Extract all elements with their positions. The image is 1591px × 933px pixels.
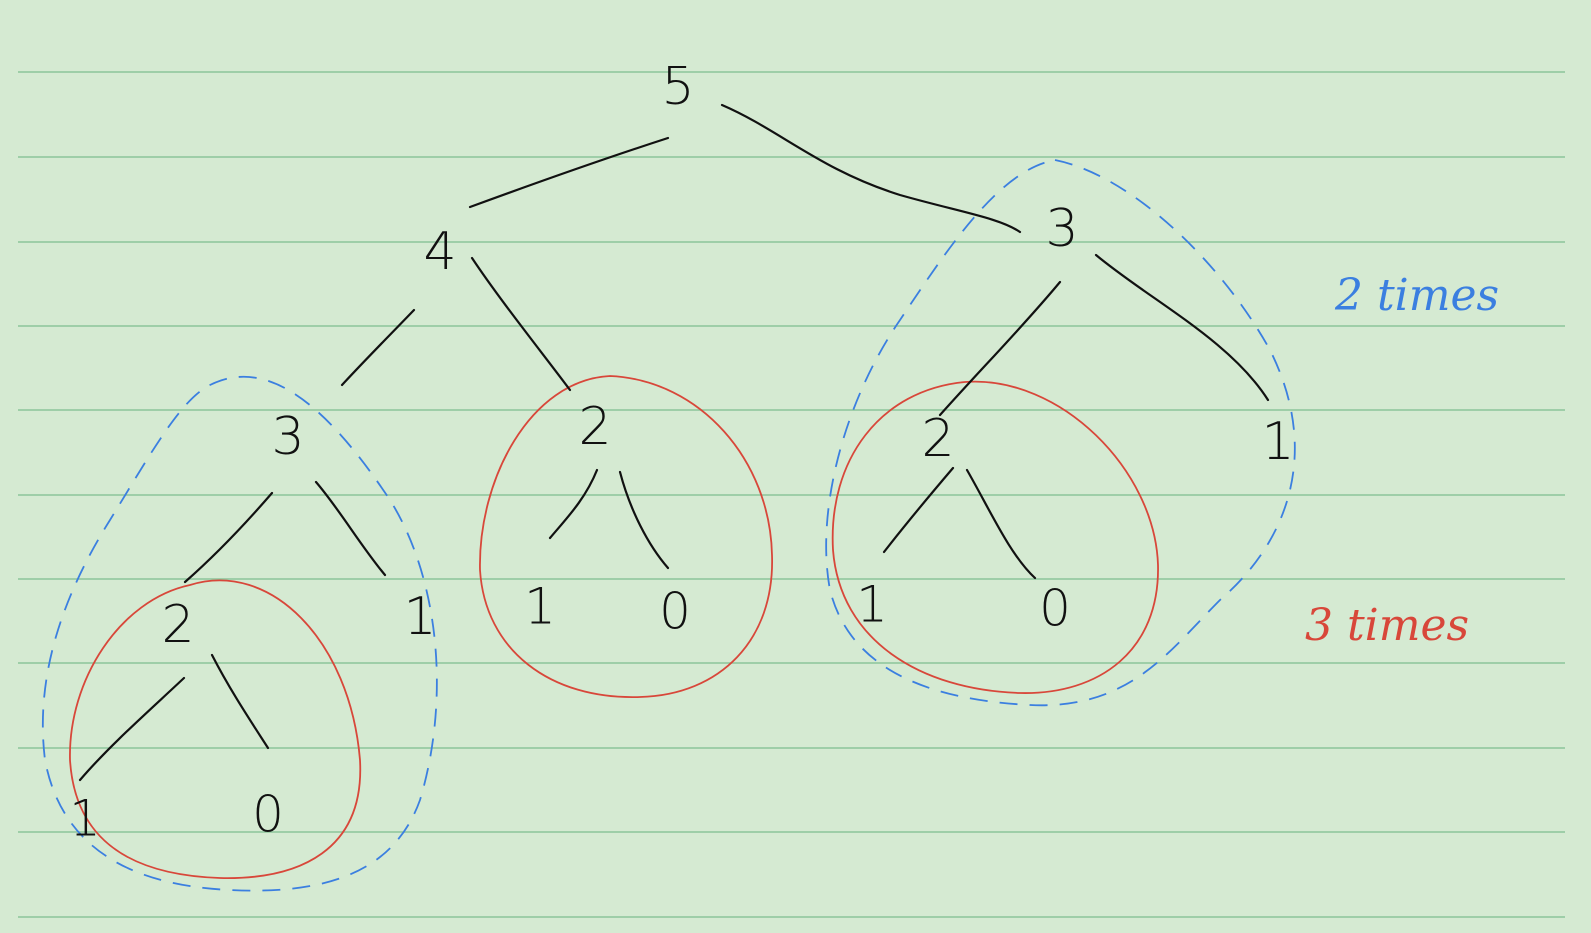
node-right-child: 3	[1045, 199, 1078, 259]
edge-5-4	[468, 136, 670, 209]
annotation-blue: 2 times	[1334, 270, 1499, 321]
edge-4-3	[340, 308, 416, 387]
edge-2l-1	[78, 676, 186, 782]
red-circle-middle	[479, 375, 773, 698]
node-left-child: 4	[423, 222, 456, 282]
edge-5-3	[720, 103, 1022, 234]
node-right-left: 2	[921, 409, 954, 469]
node-left-right: 2	[578, 397, 611, 457]
node-lllr: 0	[252, 786, 284, 844]
node-rlr: 0	[1039, 580, 1071, 638]
edge-4-2	[470, 256, 572, 392]
edge-3l-1	[314, 480, 387, 577]
red-circle-right	[831, 380, 1159, 694]
node-root: 5	[661, 57, 694, 117]
node-rll: 1	[856, 576, 888, 634]
node-left-left: 3	[271, 407, 304, 467]
tree-edges	[78, 103, 1270, 782]
node-llll: 1	[69, 790, 101, 848]
node-lrl: 1	[524, 578, 556, 636]
edge-2r-0	[965, 468, 1037, 580]
edge-2m-0	[618, 470, 670, 570]
red-circle-left	[69, 579, 362, 879]
edge-3-1	[1094, 253, 1270, 402]
repeated-subtree-markings	[42, 159, 1296, 892]
node-lrr: 0	[659, 583, 691, 641]
node-llr: 1	[403, 587, 436, 647]
blue-dashed-loop-right	[825, 159, 1296, 707]
edge-3l-2	[183, 491, 274, 584]
node-lll: 2	[161, 595, 194, 655]
edge-2r-1	[882, 466, 955, 554]
blue-dashed-loop-left	[42, 375, 438, 892]
node-right-right: 1	[1261, 412, 1294, 472]
edge-2l-0	[210, 653, 270, 750]
notebook-rule-lines	[18, 71, 1565, 918]
annotation-red: 3 times	[1305, 600, 1469, 651]
edge-3-2	[938, 280, 1062, 417]
edge-2m-1	[548, 468, 599, 540]
tree-nodes: 5 4 3 3 2 2 1 2 1 1 0 1 0 1 0	[69, 57, 1294, 848]
annotations: 2 times 3 times	[1305, 270, 1499, 651]
